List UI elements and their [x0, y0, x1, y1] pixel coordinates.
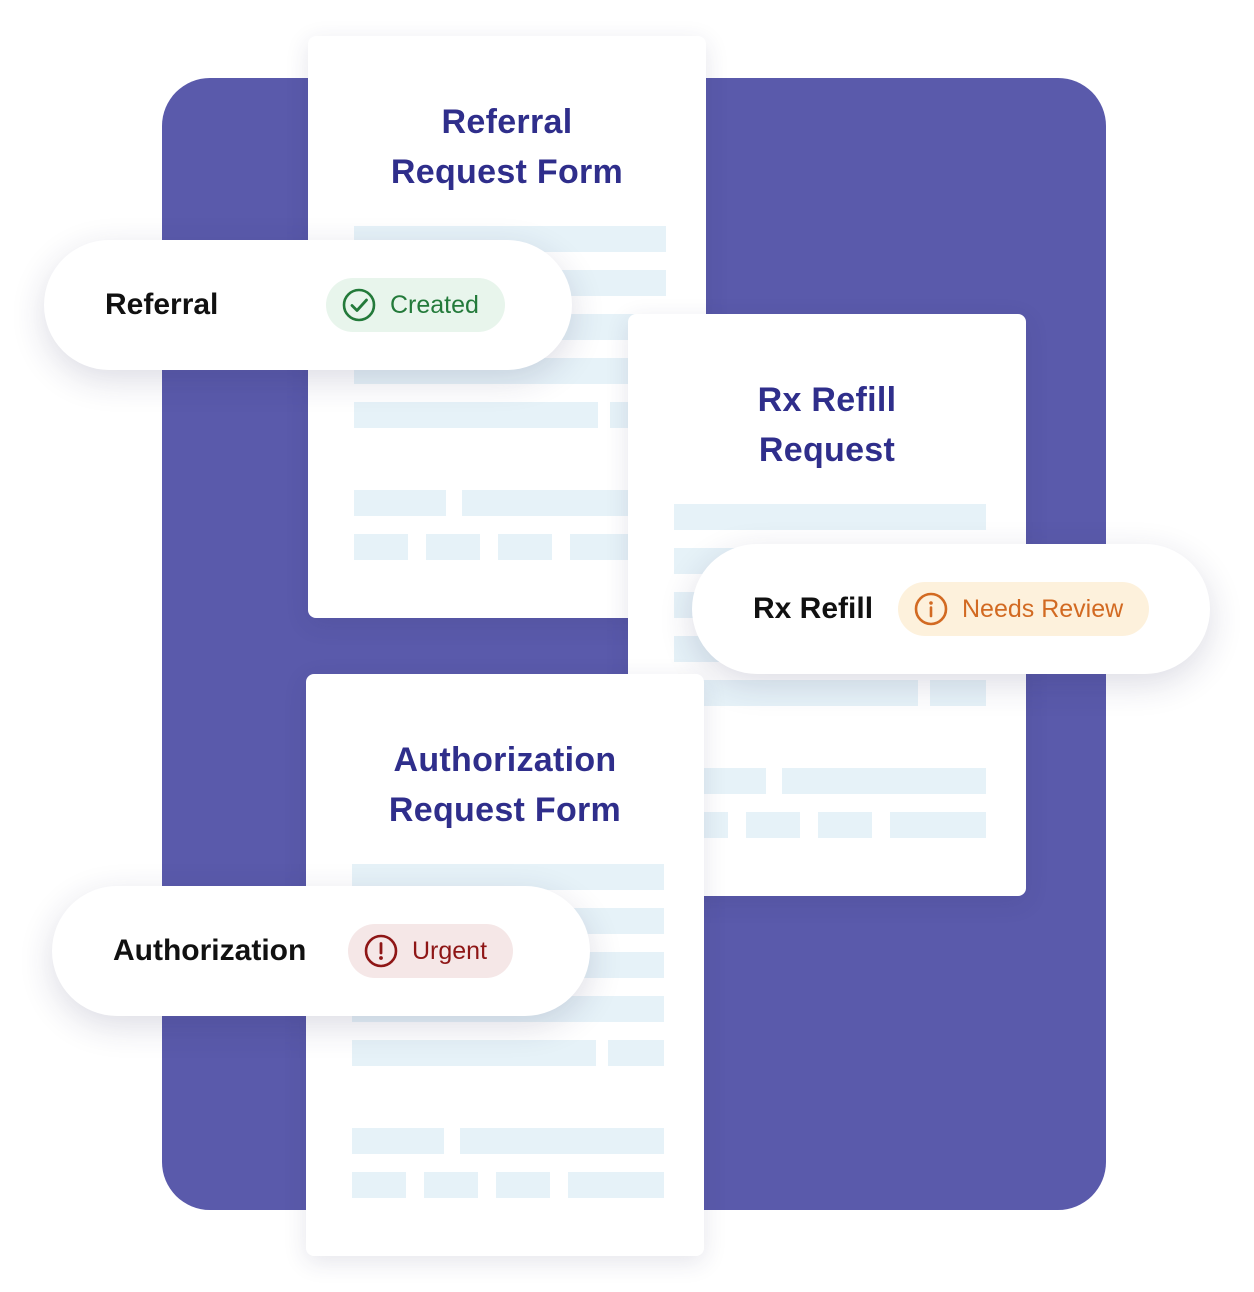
document-title: Referral Request Form [308, 97, 706, 197]
document-title-line: Authorization [393, 741, 617, 779]
placeholder-line [674, 504, 986, 530]
placeholder-line [782, 768, 986, 794]
status-text: Urgent [412, 936, 488, 965]
placeholder-line [354, 490, 446, 516]
placeholder-line [818, 812, 872, 838]
placeholder-line [496, 1172, 550, 1198]
placeholder-line [674, 680, 918, 706]
pill-label: Authorization [113, 934, 307, 967]
placeholder-line [460, 1128, 664, 1154]
check-circle-icon [342, 288, 376, 322]
document-title-line: Request Form [390, 153, 624, 191]
pill-label: Rx Refill [753, 592, 874, 625]
info-circle-icon [914, 592, 948, 626]
placeholder-line [354, 402, 598, 428]
document-title: Rx Refill Request [628, 375, 1026, 475]
document-title-line: Request [758, 431, 896, 469]
referral-status-pill[interactable]: Referral Created [44, 240, 572, 370]
placeholder-line [352, 864, 664, 890]
placeholder-line [890, 812, 986, 838]
document-title-line: Request Form [388, 791, 622, 829]
placeholder-line [498, 534, 552, 560]
placeholder-line [746, 812, 800, 838]
placeholder-line [352, 1040, 596, 1066]
status-badge-needs-review: Needs Review [898, 582, 1150, 636]
status-badge-urgent: Urgent [348, 924, 514, 978]
document-title-line: Referral [441, 103, 573, 141]
status-text: Created [390, 290, 479, 319]
status-badge-created: Created [326, 278, 505, 332]
placeholder-line [608, 1040, 664, 1066]
rx-refill-status-pill[interactable]: Rx Refill Needs Review [692, 544, 1210, 674]
placeholder-line [930, 680, 986, 706]
placeholder-line [354, 534, 408, 560]
pill-label: Referral [105, 288, 219, 321]
status-text: Needs Review [962, 594, 1124, 623]
document-title: Authorization Request Form [306, 735, 704, 835]
placeholder-line [352, 1172, 406, 1198]
document-title-line: Rx Refill [757, 381, 897, 419]
authorization-status-pill[interactable]: Authorization Urgent [52, 886, 590, 1016]
placeholder-line [424, 1172, 478, 1198]
placeholder-line [568, 1172, 664, 1198]
alert-circle-icon [364, 934, 398, 968]
placeholder-line [352, 1128, 444, 1154]
placeholder-line [426, 534, 480, 560]
